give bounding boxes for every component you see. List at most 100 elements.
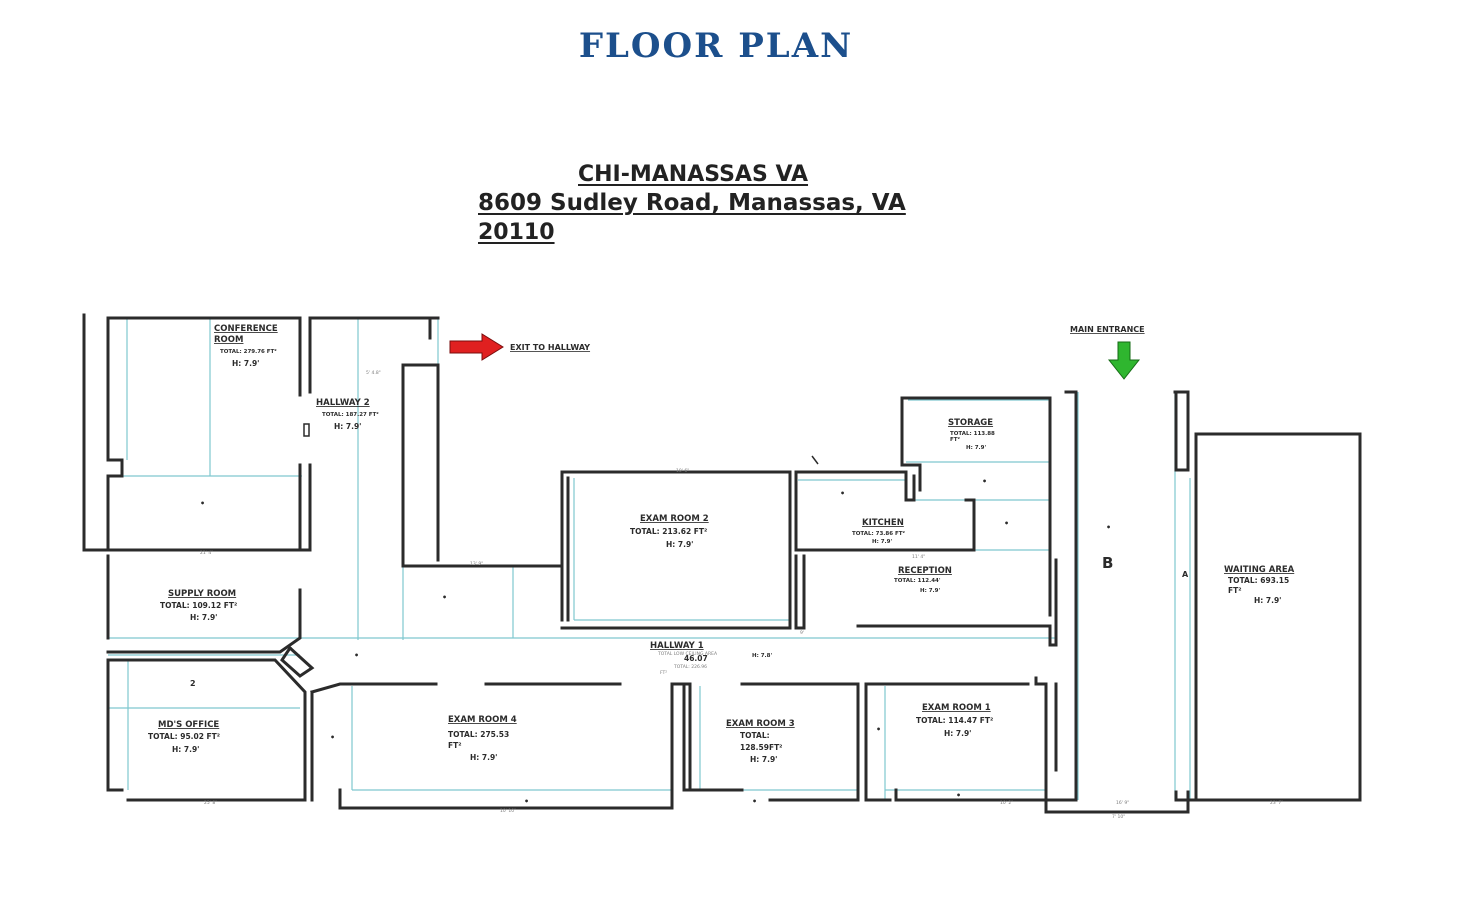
marker: •: [442, 593, 447, 602]
room-area: TOTAL: 112.44': [894, 578, 941, 584]
room-exam-4: EXAM ROOM 4 TOTAL: 275.53 FT² H: 7.9': [448, 715, 517, 762]
room-hallway-1: HALLWAY 1 TOTAL LOW CEILING AREA 46.07 T…: [650, 641, 772, 676]
room-name: HALLWAY 2: [316, 398, 370, 408]
marker: •: [200, 499, 205, 508]
dimension-label: 25' 8": [204, 800, 217, 806]
room-value: 46.07: [684, 654, 708, 663]
marker: •: [1106, 523, 1111, 532]
corridor-label-a: A: [1182, 570, 1189, 579]
dimension-label: 10' 10": [500, 808, 516, 814]
room-area-unit: FT²: [660, 670, 667, 676]
room-exam-2: EXAM ROOM 2 TOTAL: 213.62 FT² H: 7.9': [630, 514, 709, 549]
room-height: H: 7.9': [944, 729, 971, 738]
room-name: EXAM ROOM 3: [726, 719, 795, 729]
main-entrance-label: MAIN ENTRANCE: [1070, 325, 1145, 334]
property-zip: 20110: [478, 220, 555, 245]
room-area-unit: FT²: [950, 436, 961, 443]
room-name: EXAM ROOM 1: [922, 703, 991, 713]
property-name: CHI-MANASSAS VA: [578, 162, 809, 187]
dimension-label: 9': [800, 630, 804, 636]
room-waiting-area: WAITING AREA TOTAL: 693.15 FT² H: 7.9': [1224, 565, 1295, 605]
marker: •: [956, 791, 961, 800]
room-exam-3: EXAM ROOM 3 TOTAL: 128.59FT² H: 7.9': [726, 719, 795, 764]
room-number: 2: [190, 679, 196, 688]
room-area: TOTAL: 187.27 FT²: [322, 411, 379, 418]
dimension-labels: 5' 4.8" 13' 9" 10' 6" 9' 11' 4" 16' 9" 2…: [200, 370, 1283, 820]
room-name: MD'S OFFICE: [158, 720, 219, 730]
marker: •: [354, 651, 359, 660]
room-area: TOTAL: 113.88: [950, 431, 995, 437]
marker: •: [1004, 519, 1009, 528]
room-storage: STORAGE TOTAL: 113.88 FT² H: 7.9': [948, 418, 995, 451]
room-area: TOTAL: 226.96: [673, 664, 707, 670]
dimension-label: 13' 9": [470, 561, 483, 567]
exit-arrow-icon: [449, 333, 504, 361]
marker: •: [752, 797, 757, 806]
room-height: H: 7.9': [334, 422, 361, 431]
property-street: 8609 Sudley Road, Manassas, VA: [478, 190, 906, 216]
room-name: EXAM ROOM 4: [448, 715, 517, 725]
room-area: TOTAL: 693.15: [1228, 576, 1289, 585]
page-heading: FLOOR PLAN: [578, 26, 854, 66]
room-area: TOTAL: 213.62 FT²: [630, 527, 707, 536]
room-area: TOTAL: 114.47 FT²: [916, 716, 993, 725]
marker: •: [330, 733, 335, 742]
room-name: STORAGE: [948, 418, 993, 428]
marker: •: [876, 725, 881, 734]
room-supply: SUPPLY ROOM TOTAL: 109.12 FT² H: 7.9': [160, 589, 237, 622]
room-area: TOTAL: 275.53: [448, 730, 509, 739]
room-area: TOTAL:: [740, 731, 770, 740]
room-hallway-2: HALLWAY 2 TOTAL: 187.27 FT² H: 7.9': [316, 398, 379, 431]
exit-to-hallway-label: EXIT TO HALLWAY: [510, 343, 590, 352]
room-height: H: 7.9': [1254, 596, 1281, 605]
room-name: EXAM ROOM 2: [640, 514, 709, 524]
room-name: RECEPTION: [898, 566, 952, 576]
address-block: CHI-MANASSAS VA 8609 Sudley Road, Manass…: [478, 160, 906, 247]
room-name: HALLWAY 1: [650, 641, 704, 651]
room-height: H: 7.9': [872, 539, 892, 545]
dimension-label: 10' 6": [676, 468, 689, 474]
entrance-arrow-icon: [1107, 341, 1141, 380]
marker: •: [982, 477, 987, 486]
room-height: H: 7.9': [666, 540, 693, 549]
room-height: H: 7.9': [172, 745, 199, 754]
dimension-label: 7' 10": [1112, 814, 1125, 820]
room-area: TOTAL: 279.76 FT²: [220, 348, 277, 355]
room-height: H: 7.9': [920, 588, 940, 594]
room-exam-1: EXAM ROOM 1 TOTAL: 114.47 FT² H: 7.9': [916, 703, 993, 738]
room-area: TOTAL: 109.12 FT²: [160, 601, 237, 610]
room-conference: CONFERENCE ROOM TOTAL: 279.76 FT² H: 7.9…: [214, 324, 278, 368]
dimension-label: 16' 9": [1116, 800, 1129, 806]
room-mds-office: 2 MD'S OFFICE TOTAL: 95.02 FT² H: 7.9': [148, 679, 220, 754]
room-height: H: 7.9': [750, 755, 777, 764]
room-area: TOTAL: 95.02 FT²: [148, 732, 220, 741]
walls: [82, 313, 1362, 814]
dimension-label: 11' 4": [912, 554, 925, 560]
room-height: H: 7.9': [470, 753, 497, 762]
room-kitchen: KITCHEN TOTAL: 73.86 FT² H: 7.9': [852, 518, 905, 545]
room-height: H: 7.9': [190, 613, 217, 622]
room-area-unit: FT²: [1228, 586, 1242, 595]
dimension-label: 23' 7": [1270, 800, 1283, 806]
room-name: WAITING AREA: [1224, 565, 1295, 575]
marker: •: [840, 489, 845, 498]
room-area-value: 128.59FT²: [740, 743, 782, 752]
room-name: KITCHEN: [862, 518, 904, 528]
room-area-unit: FT²: [448, 741, 462, 750]
room-reception: RECEPTION TOTAL: 112.44' H: 7.9': [894, 566, 952, 594]
dimension-label: 21' 4": [200, 550, 213, 556]
plan-markers: • • • • • • • • • • • •: [200, 477, 1111, 806]
room-note: TOTAL LOW CEILING AREA: [657, 651, 718, 657]
room-name: CONFERENCE: [214, 324, 278, 334]
corridor-label-b: B: [1102, 554, 1113, 572]
door-swing-icon: [811, 455, 819, 465]
room-area: TOTAL: 73.86 FT²: [852, 530, 905, 537]
room-height: H: 7.9': [232, 359, 259, 368]
dimension-label: 10' 2": [1000, 800, 1013, 806]
room-name: SUPPLY ROOM: [168, 589, 236, 599]
room-name: ROOM: [214, 335, 243, 345]
marker: •: [524, 797, 529, 806]
room-height: H: 7.9': [966, 445, 986, 451]
dimension-label: 5' 4.8": [366, 370, 381, 376]
